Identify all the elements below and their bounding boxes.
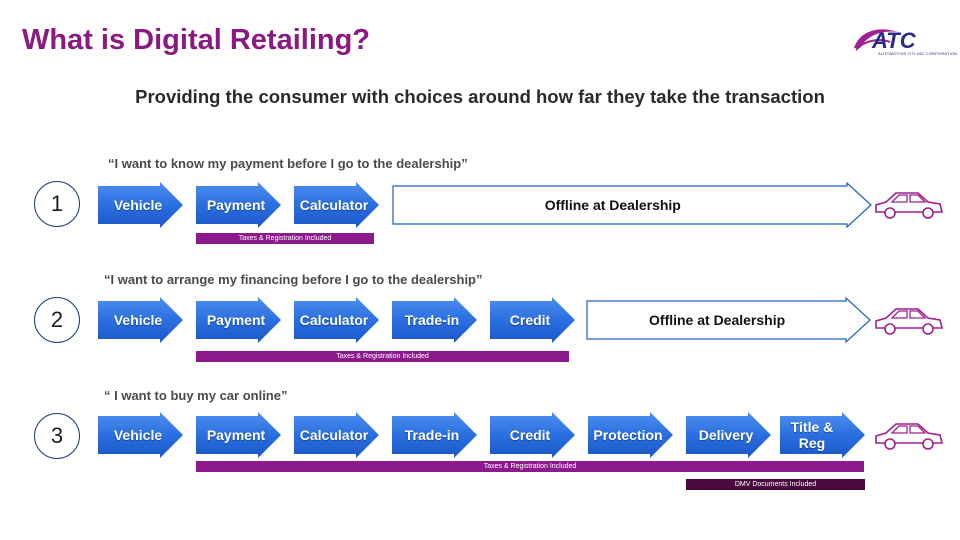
row-3-taxes-bar: Taxes & Registration Included [196,461,864,472]
row-3-step-8: Title & Reg [780,412,866,458]
row-2-taxes-bar: Taxes & Registration Included [196,351,569,362]
step-label: Calculator [299,197,369,213]
row-3-step-2: Payment [196,412,282,458]
car-icon [875,423,944,450]
row-1-taxes-bar: Taxes & Registration Included [196,233,374,244]
chevron-arrow-shape [686,412,771,458]
chevron-arrow-shape [780,412,865,458]
row-2-step-3: Calculator [294,297,380,343]
row-2-step-5: Credit [490,297,576,343]
row-3-step-5: Credit [490,412,576,458]
chevron-arrow-shape [196,412,281,458]
row-3-step-3: Calculator [294,412,380,458]
row-3-step-1: Vehicle [98,412,184,458]
row-2-step-4: Trade-in [392,297,478,343]
step-label: Vehicle [113,197,163,213]
step-label: Calculator [299,312,369,328]
step-label: Credit [509,427,551,443]
slide-title: What is Digital Retailing? [22,24,371,56]
row-3-quote: “ I want to buy my car online” [104,388,288,403]
logo-subtext: AUTOMOTIVE TITLING CORPORATION [878,51,958,56]
row-2-offline-arrow: Offline at Dealership [586,297,871,343]
chevron-arrow-shape [392,412,477,458]
step-label: Delivery [698,427,754,443]
step-label: Payment [206,427,266,443]
logo-text: ATC [871,28,917,53]
step-label: Vehicle [113,312,163,328]
chevron-arrow-shape [196,297,281,343]
step-label: Payment [206,197,266,213]
chevron-arrow-shape [392,297,477,343]
chevron-arrow-shape [98,182,183,228]
car-icon [875,192,944,219]
chevron-arrow-shape [98,297,183,343]
step-label: Vehicle [113,427,163,443]
row-2-number: 2 [34,297,80,343]
chevron-arrow-shape [98,412,183,458]
chevron-arrow-shape [294,182,379,228]
step-label: Title & Reg [790,419,834,451]
step-label: Protection [593,427,663,443]
row-2-quote: “I want to arrange my financing before I… [104,272,483,287]
row-3-step-7: Delivery [686,412,772,458]
row-1-step-2: Payment [196,182,282,228]
row-1-offline-arrow: Offline at Dealership [392,182,872,228]
row-1-number: 1 [34,181,80,227]
step-label: Calculator [299,427,369,443]
row-3-dmv-bar: DMV Documents Included [686,479,865,490]
row-1-quote: “I want to know my payment before I go t… [108,156,468,171]
chevron-arrow-shape [588,412,673,458]
row-3-step-6: Protection [588,412,674,458]
chevron-arrow-shape [490,412,575,458]
chevron-arrow-shape [490,297,575,343]
offline-label: Offline at Dealership [649,312,786,328]
chevron-arrow-shape [294,297,379,343]
step-label: Trade-in [404,427,460,443]
slide-subtitle: Providing the consumer with choices arou… [135,86,825,107]
chevron-arrow-shape [196,182,281,228]
row-2-step-1: Vehicle [98,297,184,343]
step-label: Credit [509,312,551,328]
row-1-step-3: Calculator [294,182,380,228]
row-2-step-2: Payment [196,297,282,343]
step-label: Trade-in [404,312,460,328]
step-label: Payment [206,312,266,328]
row-3-number: 3 [34,413,80,459]
atc-logo-icon: ATC [854,28,917,53]
row-1-step-1: Vehicle [98,182,184,228]
chevron-arrow-shape [294,412,379,458]
car-icon [875,308,944,335]
row-3-step-4: Trade-in [392,412,478,458]
offline-label: Offline at Dealership [544,197,681,213]
